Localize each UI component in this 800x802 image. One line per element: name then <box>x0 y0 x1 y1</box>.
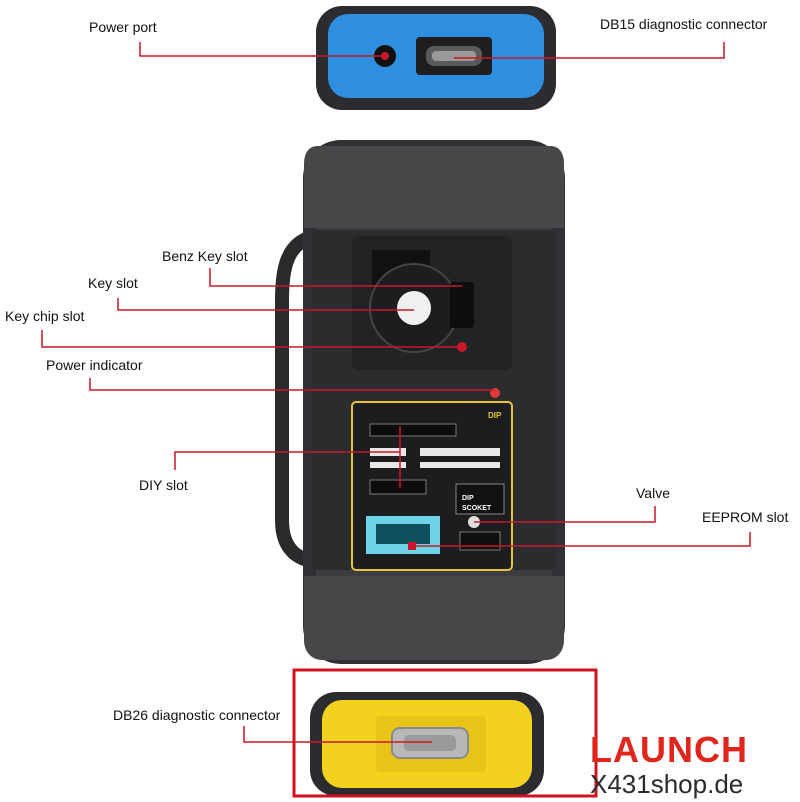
label-diy-slot: DIY slot <box>139 477 188 493</box>
label-valve: Valve <box>636 485 670 501</box>
label-key-chip-slot: Key chip slot <box>5 308 85 324</box>
brand-watermark: LAUNCH X431shop.de <box>590 729 748 799</box>
highlight-box <box>292 668 598 798</box>
brand-site: X431shop.de <box>590 769 744 799</box>
label-db26: DB26 diagnostic connector <box>113 707 281 723</box>
diy-socket <box>369 479 427 495</box>
bottom-connector <box>310 692 544 796</box>
label-power-indicator: Power indicator <box>46 357 143 373</box>
label-eeprom-slot: EEPROM slot <box>702 509 789 525</box>
label-power-port: Power port <box>89 19 157 35</box>
brand-logo: LAUNCH <box>590 729 748 770</box>
label-key-slot: Key slot <box>88 275 138 291</box>
dip-mark: DIP <box>488 411 502 420</box>
top-connector <box>316 6 556 110</box>
label-benz-key-slot: Benz Key slot <box>162 248 248 264</box>
main-body: DIP DIP SCOKET <box>275 140 565 664</box>
dip-socket-mark-1: DIP <box>462 495 474 502</box>
leader-lines <box>41 42 751 743</box>
label-db15: DB15 diagnostic connector <box>600 16 768 32</box>
benz-key-slot <box>450 282 474 328</box>
key-slot-hole <box>397 291 431 325</box>
dip-socket-mark-2: SCOKET <box>462 505 492 512</box>
